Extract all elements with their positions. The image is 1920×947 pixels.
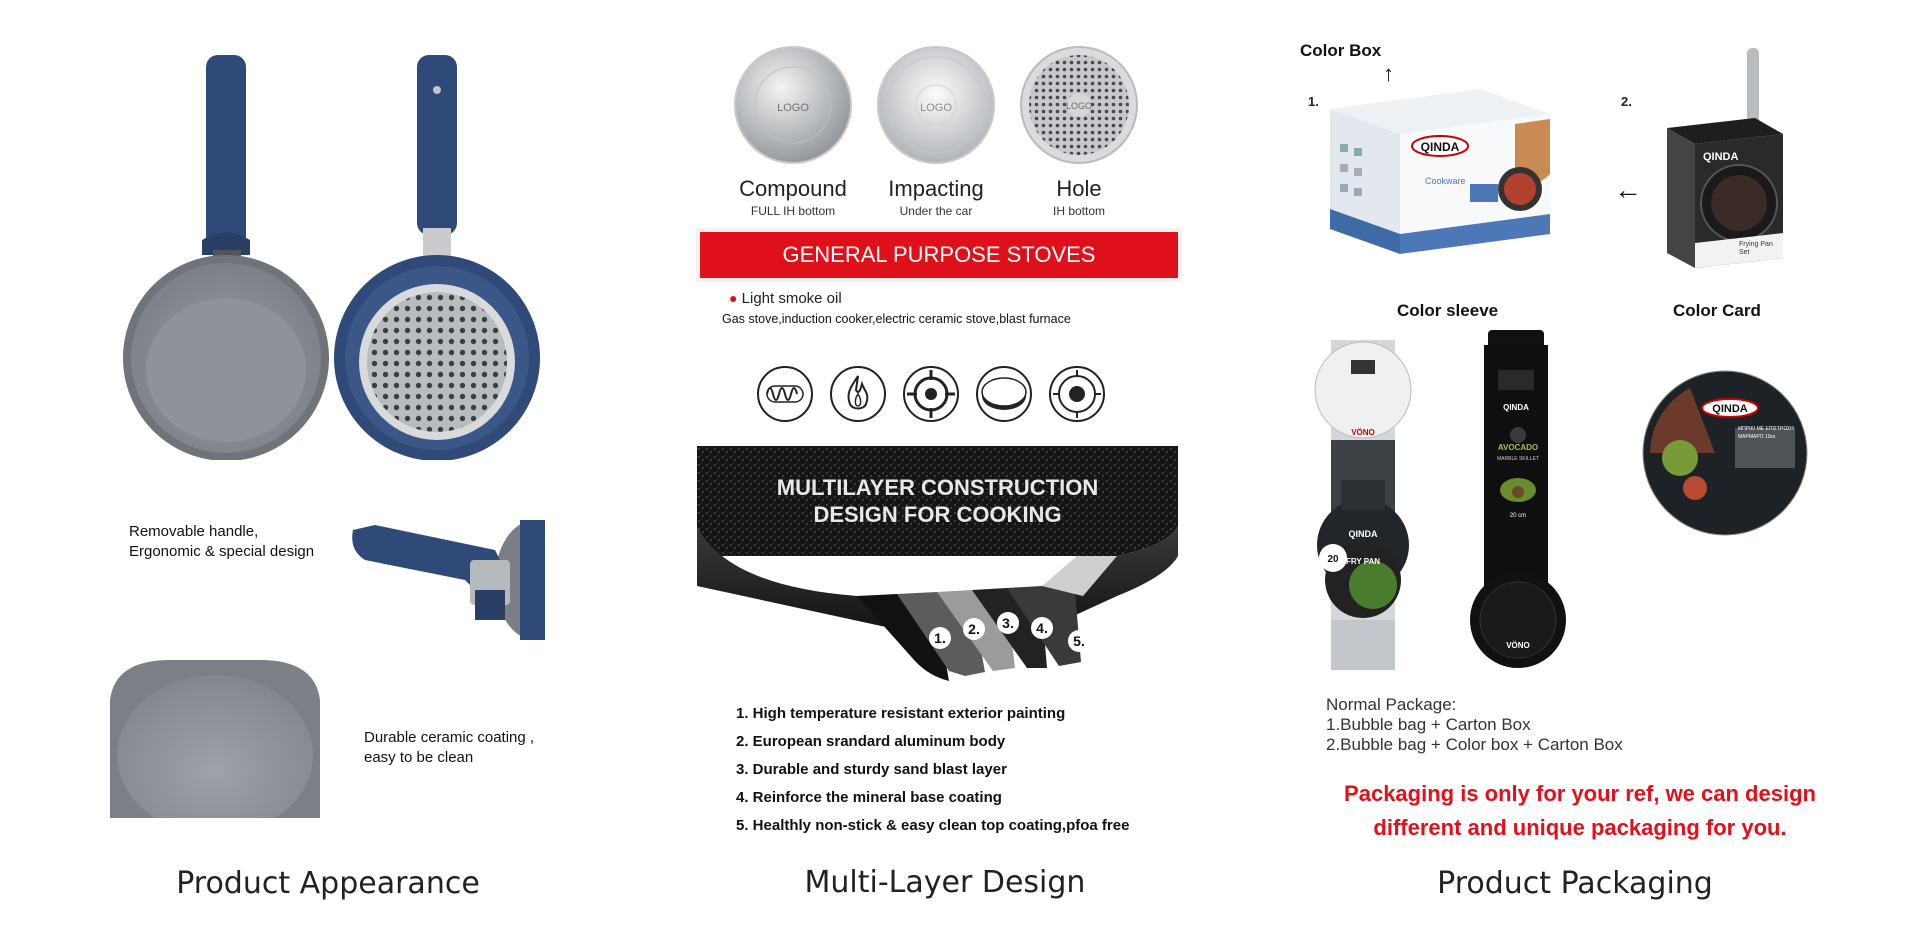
- color-box-label: Color Box: [1300, 41, 1382, 60]
- handle-note-line1: Removable handle,: [129, 523, 259, 540]
- card-greek-line2: ΜΑΡΜΑΡΟ 10εκ: [1738, 434, 1776, 440]
- layer-number-3: 3.: [997, 612, 1019, 634]
- layer-number-4: 4.: [1031, 617, 1053, 639]
- sleeve-right-sub: MARBLE SKILLET: [1497, 456, 1539, 462]
- feature-item: 2. European srandard aluminum body: [736, 733, 1006, 750]
- window-box-image: QINDA Frying Pan Set: [1667, 48, 1783, 268]
- layer-number-2: 2.: [963, 618, 985, 640]
- feature-item: 1. High temperature resistant exterior p…: [736, 705, 1066, 722]
- compound-disc-logo: LOGO: [777, 102, 809, 114]
- disc-subtitle: IH bottom: [1052, 204, 1106, 218]
- impacting-disc-logo: LOGO: [920, 102, 952, 114]
- multilayer-construction-image: [697, 446, 1178, 686]
- packaging-disclaimer-line1: Packaging is only for your ref, we can d…: [1344, 781, 1816, 806]
- coating-note: Durable ceramic coating , easy to be cle…: [364, 728, 534, 768]
- disc-title: Compound: [739, 176, 847, 201]
- disc-label-impacting: Impacting Under the car: [871, 176, 1001, 218]
- handle-note: Removable handle, Ergonomic & special de…: [129, 522, 314, 562]
- caption-multi-layer-design: Multi-Layer Design: [804, 865, 1086, 900]
- stove-types-text: Gas stove,induction cooker,electric cera…: [722, 312, 1071, 326]
- disc-title: Impacting: [888, 176, 984, 201]
- feature-list: 1. High temperature resistant exterior p…: [736, 700, 1129, 840]
- coating-detail-image: [110, 660, 320, 818]
- bullet-dot-icon: ●: [729, 290, 738, 306]
- pan-top-view-image: [123, 55, 329, 460]
- gas-burner-icon: [903, 366, 959, 422]
- package-number-2: 2.: [1621, 94, 1632, 109]
- sleeve-left-text: FRY PAN: [1346, 557, 1380, 566]
- packaging-disclaimer-line2: different and unique packaging for you.: [1373, 815, 1787, 840]
- induction-icon: [757, 366, 813, 422]
- construction-title: MULTILAYER CONSTRUCTION DESIGN FOR COOKI…: [697, 474, 1178, 528]
- normal-package-block: Normal Package: 1.Bubble bag + Carton Bo…: [1326, 695, 1623, 755]
- ceramic-hob-icon: [976, 366, 1032, 422]
- box-panel-text: Cookware: [1425, 176, 1466, 186]
- sleeve-left-brand: QINDA: [1349, 529, 1379, 539]
- construction-title-line1: MULTILAYER CONSTRUCTION: [776, 475, 1099, 500]
- feature-item: 3. Durable and sturdy sand blast layer: [736, 761, 1007, 778]
- sleeve-left-size: 20: [1327, 554, 1339, 565]
- disc-label-hole: Hole IH bottom: [1014, 176, 1144, 218]
- sleeve-right-back-brand: VÖNO: [1506, 641, 1530, 650]
- caption-product-packaging: Product Packaging: [1437, 866, 1713, 901]
- box-brand-text: QINDA: [1421, 140, 1460, 154]
- hole-disc-image: LOGO: [1020, 46, 1138, 164]
- sleeve-right-text: AVOCADO: [1498, 443, 1538, 452]
- disc-label-compound: Compound FULL IH bottom: [728, 176, 858, 218]
- arrow-left-icon: ←: [1614, 174, 1642, 205]
- caption-product-appearance: Product Appearance: [176, 866, 480, 901]
- coating-note-line2: easy to be clean: [364, 749, 474, 766]
- feature-item: 4. Reinforce the mineral base coating: [736, 789, 1002, 806]
- box2-caption-1: Frying Pan: [1739, 241, 1773, 248]
- color-sleeve-label: Color sleeve: [1397, 301, 1499, 320]
- oil-note: ● Light smoke oil: [729, 290, 842, 307]
- electric-plate-icon: [1049, 366, 1105, 422]
- coating-note-line1: Durable ceramic coating ,: [364, 729, 535, 746]
- impacting-disc-image: LOGO: [877, 46, 995, 164]
- disc-title: Hole: [1056, 176, 1102, 201]
- layer-number-5: 5.: [1068, 630, 1090, 652]
- feature-item: 5. Healthly non-stick & easy clean top c…: [736, 817, 1130, 834]
- box2-caption-2: Set: [1739, 249, 1750, 256]
- hole-disc-logo: LOGO: [1066, 101, 1092, 111]
- color-card-label: Color Card: [1673, 301, 1761, 320]
- arrow-up-icon: ↑: [1383, 61, 1394, 86]
- disc-subtitle: FULL IH bottom: [750, 204, 836, 218]
- pan-bottom-view-image: [334, 55, 540, 460]
- handle-detail-image: [352, 520, 545, 640]
- card-brand: QINDA: [1712, 403, 1748, 415]
- normal-package-item-2: 2.Bubble bag + Color box + Carton Box: [1326, 735, 1623, 754]
- color-box-image: QINDA Cookware: [1330, 89, 1550, 254]
- gas-flame-icon: [830, 366, 886, 422]
- packaging-disclaimer: Packaging is only for your ref, we can d…: [1300, 777, 1860, 845]
- card-greek-line1: ΜΠΡΙΚΙ ΜΕ ΕΠΙΣΤΡΩΣΗ: [1738, 426, 1794, 432]
- color-sleeve-white-image: QINDA FRY PAN 20 VÖNO: [1314, 340, 1412, 670]
- color-card-image: QINDA ΜΠΡΙΚΙ ΜΕ ΕΠΙΣΤΡΩΣΗ ΜΑΡΜΑΡΟ 10εκ: [1642, 370, 1808, 536]
- box2-brand-text: QINDA: [1703, 151, 1739, 163]
- construction-title-line2: DESIGN FOR COOKING: [813, 502, 1062, 527]
- oil-note-text: Light smoke oil: [741, 290, 842, 307]
- layer-number-1: 1.: [929, 627, 951, 649]
- package-number-1: 1.: [1308, 94, 1319, 109]
- disc-subtitle: Under the car: [899, 204, 973, 218]
- normal-package-item-1: 1.Bubble bag + Carton Box: [1326, 715, 1531, 734]
- sleeve-right-size: 20 cm: [1510, 513, 1526, 519]
- general-purpose-banner: GENERAL PURPOSE STOVES: [700, 232, 1178, 278]
- color-sleeve-black-image: QINDA AVOCADO MARBLE SKILLET 20 cm VÖNO: [1470, 330, 1566, 668]
- handle-note-line2: Ergonomic & special design: [129, 543, 315, 560]
- sleeve-left-back-brand: VÖNO: [1351, 428, 1375, 437]
- compound-disc-image: LOGO: [734, 46, 852, 164]
- sleeve-right-brand: QINDA: [1503, 403, 1529, 412]
- normal-package-title: Normal Package:: [1326, 695, 1457, 714]
